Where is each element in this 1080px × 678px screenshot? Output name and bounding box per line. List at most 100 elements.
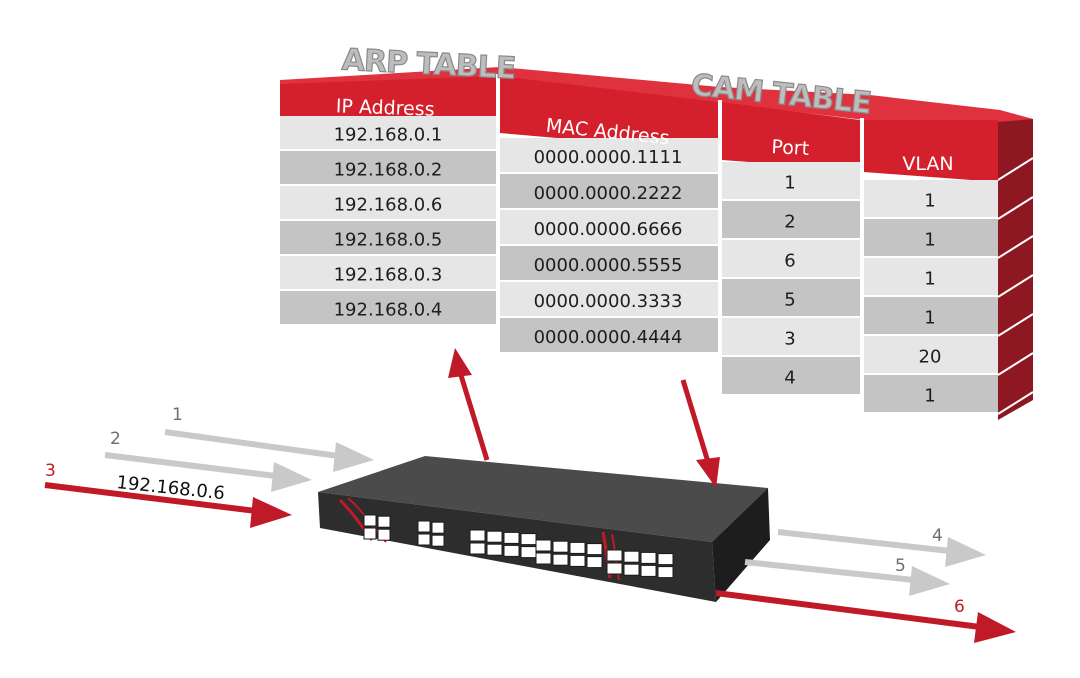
side-stripe <box>997 313 1034 337</box>
switch-port <box>469 529 486 542</box>
outgoing-flows <box>715 529 1016 643</box>
switch-port <box>640 564 657 577</box>
vlan-value-1: 1 <box>924 191 935 212</box>
ip-address-header: IP Address <box>335 95 434 120</box>
flow-3-arrowhead <box>250 497 292 528</box>
table-cell-texts: 192.168.0.1192.168.0.2192.168.0.6192.168… <box>334 125 942 407</box>
switch-port <box>606 549 623 562</box>
switch-port <box>640 551 657 564</box>
table-lookup-arrows <box>448 348 720 488</box>
flow-2-label: 2 <box>110 429 121 449</box>
vlan-cell-3 <box>864 258 998 295</box>
vlan-value-5: 20 <box>919 347 942 368</box>
mac-value-6: 0000.0000.4444 <box>534 327 683 348</box>
port-cell-1 <box>722 162 860 199</box>
ip-cell-4 <box>280 221 496 254</box>
switch-port <box>431 521 445 534</box>
switch-port <box>363 527 377 540</box>
vlan-value-4: 1 <box>924 308 935 329</box>
vlan-header: VLAN <box>902 153 953 175</box>
flow-5-label: 5 <box>895 556 906 576</box>
port-cell-4 <box>722 279 860 316</box>
switch-port <box>552 540 569 553</box>
mac-cell-2 <box>500 174 718 208</box>
switch-port <box>503 544 520 557</box>
table-side-stripes <box>997 157 1034 415</box>
side-stripe <box>997 274 1034 298</box>
side-stripe <box>997 235 1034 259</box>
flow-2-shaft <box>104 452 277 479</box>
cam-lookup-arrowhead <box>696 457 720 488</box>
switch-port <box>469 542 486 555</box>
switch-port <box>586 556 603 569</box>
ip-value-5: 192.168.0.3 <box>334 265 443 286</box>
switch-port <box>377 515 391 528</box>
ip-header-cell <box>280 76 496 116</box>
port-cell-6 <box>722 357 860 394</box>
mac-value-4: 0000.0000.5555 <box>534 255 683 276</box>
flow-2-arrowhead <box>271 462 312 492</box>
switch-top <box>318 456 768 542</box>
table-header <box>280 76 998 182</box>
vlan-value-6: 1 <box>924 386 935 407</box>
vlan-cell-2 <box>864 219 998 256</box>
switch-port <box>535 552 552 565</box>
switch-port <box>586 543 603 556</box>
mac-cell-3 <box>500 210 718 244</box>
switch-port <box>486 543 503 556</box>
switch-port <box>520 546 537 559</box>
switch-port <box>569 541 586 554</box>
incoming-flows <box>44 429 374 528</box>
port-header-cell <box>722 102 860 170</box>
side-stripe <box>997 352 1034 376</box>
ip-value-6: 192.168.0.4 <box>334 300 443 321</box>
ip-value-1: 192.168.0.1 <box>334 125 443 146</box>
switch-port <box>417 520 431 533</box>
switch-port <box>503 531 520 544</box>
flow-1-label: 1 <box>172 405 183 425</box>
switch-port <box>569 554 586 567</box>
port-value-6: 4 <box>784 368 795 389</box>
table-cells <box>280 116 998 412</box>
cam-lookup-arrow-shaft <box>680 379 711 463</box>
switch-port <box>552 553 569 566</box>
mac-value-5: 0000.0000.3333 <box>534 291 683 312</box>
switch-port <box>623 563 640 576</box>
table-side-face <box>998 119 1033 420</box>
switch-side <box>712 488 770 602</box>
arp-cam-table: IP Address MAC Address Port VLAN 192.168… <box>280 67 1034 420</box>
port-header: Port <box>771 136 810 160</box>
mac-cell-4 <box>500 246 718 280</box>
flow-5-shaft <box>744 559 915 583</box>
ip-cell-3 <box>280 186 496 219</box>
ip-value-4: 192.168.0.5 <box>334 230 443 251</box>
port-cell-2 <box>722 201 860 238</box>
vlan-header-cell <box>864 120 998 182</box>
flow-3-shaft <box>44 482 257 514</box>
switch-port <box>417 533 431 546</box>
side-stripe <box>997 391 1034 415</box>
mac-value-1: 0000.0000.1111 <box>534 147 683 168</box>
flow-4-shaft <box>777 529 951 554</box>
switch-port <box>657 553 674 566</box>
flow-6-shaft <box>715 590 981 630</box>
switch-port <box>363 514 377 527</box>
switch-ports <box>363 514 674 579</box>
network-switch <box>318 456 770 602</box>
mac-value-2: 0000.0000.2222 <box>534 183 683 204</box>
mac-value-3: 0000.0000.6666 <box>534 219 683 240</box>
switch-port <box>486 530 503 543</box>
ip-cell-1 <box>280 116 496 149</box>
switch-port <box>535 539 552 552</box>
switch-port <box>377 528 391 541</box>
side-stripe <box>997 157 1034 181</box>
port-value-1: 1 <box>784 173 795 194</box>
switch-port <box>657 566 674 579</box>
port-cell-5 <box>722 318 860 355</box>
vlan-cell-1 <box>864 180 998 217</box>
flow-6-arrowhead <box>974 612 1016 643</box>
ip-cell-2 <box>280 151 496 184</box>
ip-cell-6 <box>280 291 496 324</box>
flow-1-arrowhead <box>333 442 374 472</box>
switch-port <box>520 533 537 546</box>
